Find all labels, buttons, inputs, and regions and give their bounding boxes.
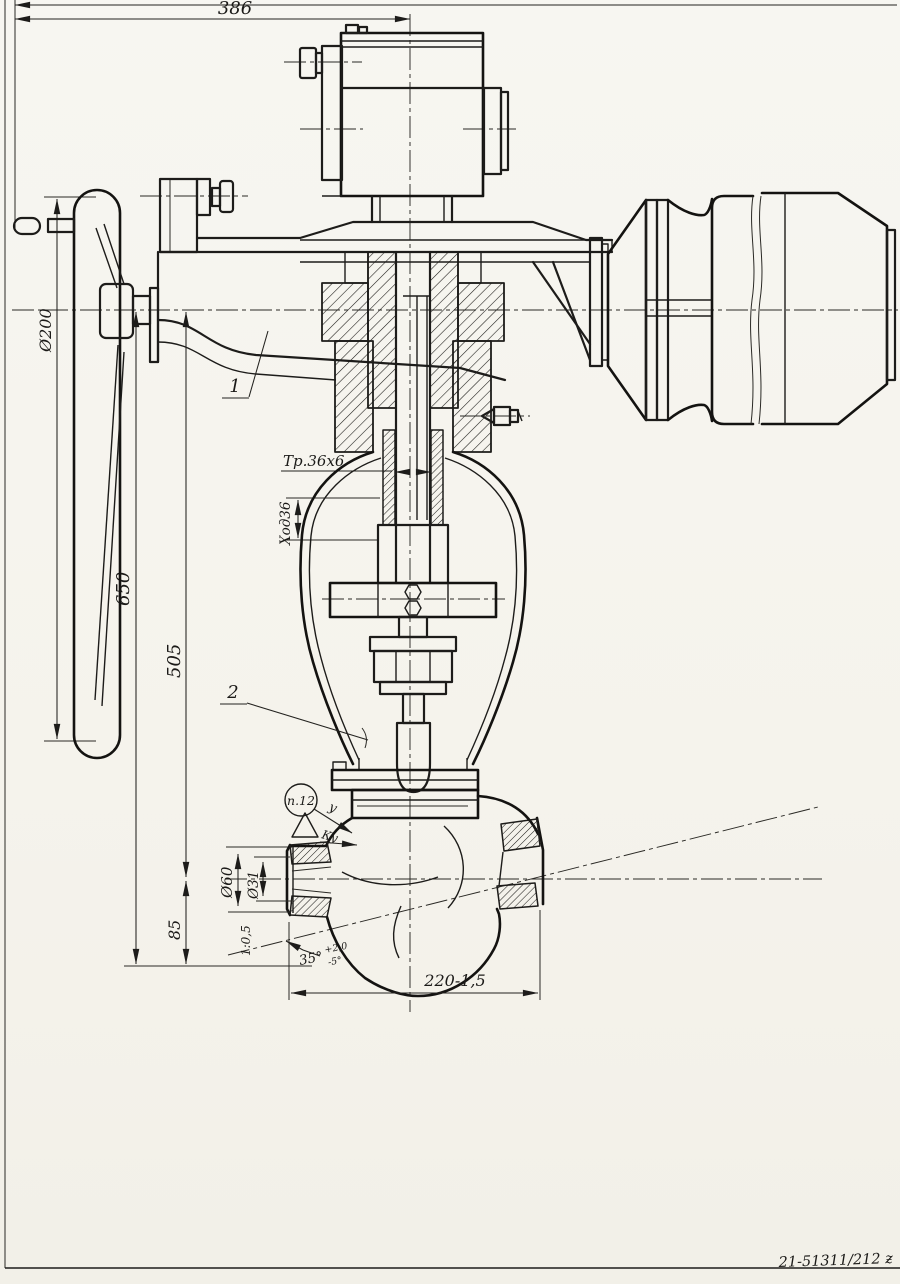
grease-fitting xyxy=(480,405,523,427)
valve-body xyxy=(285,788,545,998)
weld-note: п.12 у Ку xyxy=(284,783,358,848)
break-line xyxy=(750,195,755,425)
bonnet-bell xyxy=(299,450,527,794)
weld-triangle-symbol xyxy=(291,812,319,838)
dim-220-label: 220-1,5 xyxy=(423,971,485,990)
valve-disc xyxy=(395,721,432,794)
actuator-bolt xyxy=(298,46,318,80)
callout-1: 1 xyxy=(222,330,269,399)
dim-angle-label: 35° +2,0 -5° xyxy=(298,941,349,969)
dim-left: Ø200 650 505 85 xyxy=(36,196,312,967)
sheet-code: 21-51311/212 ƶ xyxy=(777,1251,893,1271)
dim-length: 220-1,5 xyxy=(288,910,541,1000)
weld-ku-label: Ку xyxy=(319,827,339,845)
electric-actuator xyxy=(298,23,510,224)
dim-650-label: 650 xyxy=(113,572,134,606)
electric-motor xyxy=(588,191,897,426)
travel-dim: Ход36 xyxy=(278,497,380,546)
callout-1-label: 1 xyxy=(229,376,240,397)
break-line xyxy=(758,195,763,425)
crosshead-bar xyxy=(328,581,498,619)
dim-taper-label: 1:0,5 xyxy=(239,925,253,956)
crank-knob xyxy=(12,216,42,236)
centerlines xyxy=(12,14,898,1012)
sheet-frame xyxy=(4,0,900,1269)
dim-386-label: 386 xyxy=(218,0,252,19)
handwheel xyxy=(12,188,160,760)
callout-2-label: 2 xyxy=(226,682,238,703)
svg-text:-5°: -5° xyxy=(327,955,343,968)
dim-handwheel-label: Ø200 xyxy=(36,308,55,353)
weld-note-label: п.12 xyxy=(287,793,315,808)
thread-label: Тр.36х6 xyxy=(283,452,345,470)
crosshead-bolt xyxy=(404,600,422,616)
callout-2: 2 xyxy=(220,682,369,749)
stem-housing-section xyxy=(321,250,523,585)
travel-label: Ход36 xyxy=(278,501,294,546)
crosshead-bolt xyxy=(404,584,422,600)
dim-d31-label: Ø31 xyxy=(246,871,262,900)
dim-d60-label: Ø60 xyxy=(218,866,236,899)
handwheel-hub xyxy=(98,282,135,340)
svg-text:35°: 35° xyxy=(298,949,325,969)
dim-505-label: 505 xyxy=(164,644,185,678)
svg-text:+2,0: +2,0 xyxy=(324,941,349,956)
dim-top: 386 xyxy=(14,0,897,228)
dim-ports: Ø60 Ø31 1:0,5 35° +2,0 -5° xyxy=(218,846,349,969)
weld-u-label: у xyxy=(326,799,340,816)
limit-knob xyxy=(218,179,235,214)
dim-85-label: 85 xyxy=(165,920,184,940)
